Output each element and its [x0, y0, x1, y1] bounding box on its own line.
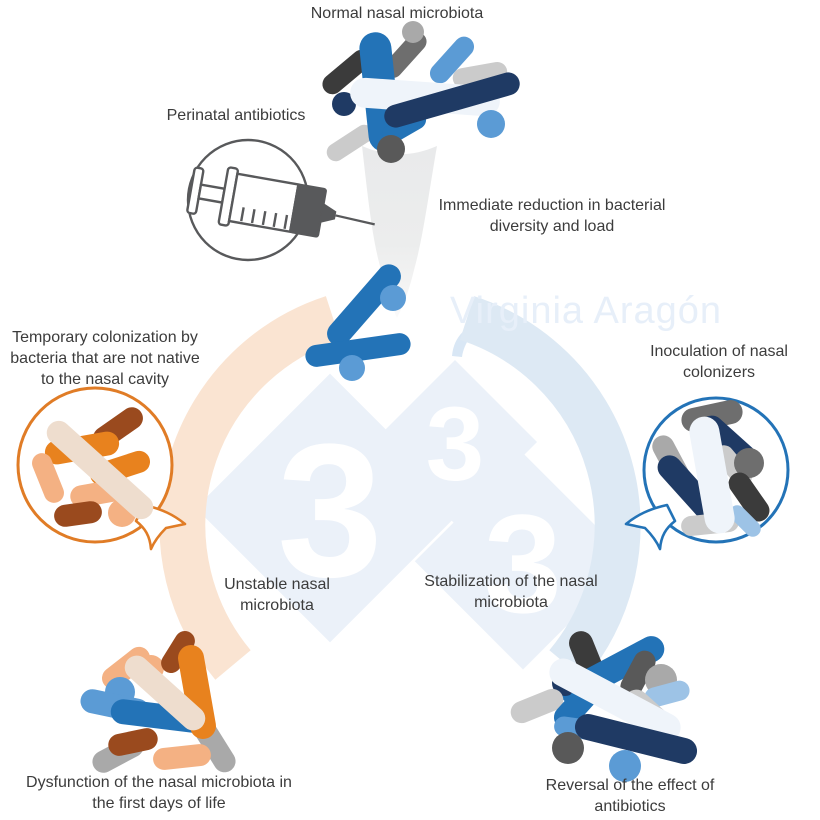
bacterium-shape: [326, 124, 374, 162]
bacterium-shape: [339, 355, 365, 381]
logo-number: 3: [426, 386, 484, 503]
bacterium-shape: [728, 472, 770, 522]
bacterium-shape: [32, 453, 64, 503]
bacterium-shape: [609, 750, 641, 782]
bacterium-shape: [46, 420, 154, 520]
bacterium-shape: [178, 645, 216, 739]
bacterium-shape: [549, 658, 681, 742]
logo-swoosh: [452, 321, 486, 357]
bacterium-shape: [322, 49, 372, 95]
down-arrow: [362, 146, 437, 318]
bacterium-shape: [332, 92, 356, 116]
bacterium-shape: [383, 32, 427, 78]
label-dysfunction: Dysfunction of the nasal microbiota in t…: [26, 774, 292, 812]
reduced-microbiota-cluster: [305, 264, 411, 381]
dysbiosis-cluster: [80, 630, 236, 773]
bacterium-shape: [402, 21, 424, 43]
right-pathway-arc: [459, 296, 641, 680]
bacterium-shape: [380, 285, 406, 311]
bacterium-shape: [108, 728, 158, 756]
bacterium-shape: [689, 416, 735, 534]
bacterium-shape: [552, 732, 584, 764]
bacterium-shape: [161, 630, 195, 674]
bacterium-shape: [644, 680, 690, 708]
bacterium-shape: [734, 448, 764, 478]
bacterium-shape: [54, 501, 102, 527]
restored-microbiota-cluster: [510, 631, 698, 782]
normal-microbiota-cluster: [322, 21, 520, 163]
bacterium-shape: [124, 655, 206, 731]
foreign-bacteria-bubble: [16, 386, 187, 551]
nasal-colonizers-bubble: [624, 396, 790, 551]
bacterium-shape: [305, 333, 411, 367]
page-title: Normal nasal microbiota: [310, 5, 484, 22]
label-immediate-reduction: Immediate reduction in bacterial diversi…: [438, 197, 666, 235]
bacterium-shape: [620, 650, 656, 698]
label-perinatal-antibiotics: Perinatal antibiotics: [166, 107, 306, 124]
syringe-icon: [186, 138, 375, 262]
bacterium-shape: [477, 110, 505, 138]
bacterium-shape: [510, 688, 564, 724]
watermark-text: Virginia Aragón: [450, 290, 723, 332]
bubble-tail-arrow-icon: [624, 503, 677, 551]
label-reversal: Reversal of the effect of antibiotics: [545, 777, 715, 815]
left-pathway-arc: [159, 296, 341, 680]
logo-number: 3: [277, 405, 383, 617]
label-temporary-colonization: Temporary colonization by bacteria that …: [10, 329, 200, 388]
bacterium-shape: [384, 72, 520, 128]
bacterium-shape: [574, 714, 698, 764]
logo-number: 3: [484, 485, 562, 642]
bacterium-shape: [729, 505, 761, 537]
label-unstable-microbiota: Unstable nasal microbiota: [224, 576, 330, 614]
bacterium-shape: [327, 264, 401, 346]
bacterium-shape: [153, 744, 211, 770]
bacterium-shape: [377, 135, 405, 163]
label-inoculation: Inoculation of nasal colonizers: [650, 343, 788, 381]
label-stabilization: Stabilization of the nasal microbiota: [424, 573, 598, 611]
bacterium-shape: [429, 36, 475, 84]
